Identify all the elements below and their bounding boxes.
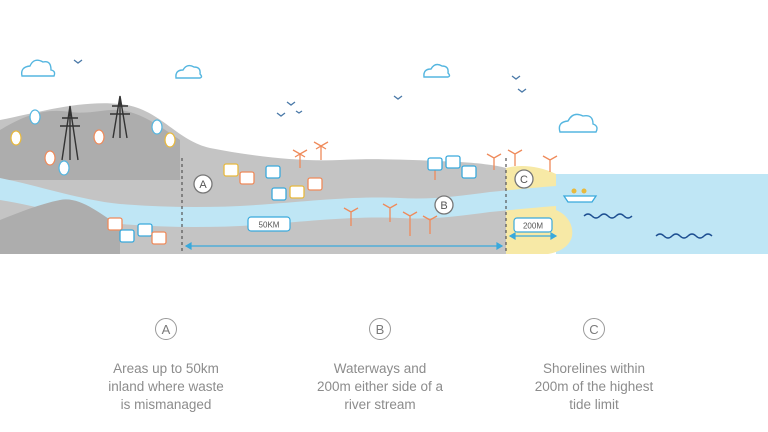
river-bank-hill xyxy=(0,199,120,254)
house-icon xyxy=(289,185,305,199)
legend-text-c: Shorelines within 200m of the highest ti… xyxy=(534,361,654,412)
distance-label-inland: 50KM xyxy=(259,221,280,230)
palm-tree-icon xyxy=(402,211,418,236)
house-icon xyxy=(107,217,123,231)
legend-text-a: Areas up to 50km inland where waste is m… xyxy=(108,361,224,412)
legend-item-b: B Waterways and 200m either side of a ri… xyxy=(280,318,480,414)
tree-icon xyxy=(58,160,70,176)
house-icon xyxy=(307,177,323,191)
palm-tree-icon xyxy=(343,207,359,226)
distance-label-200m: 200M xyxy=(513,217,553,233)
trees xyxy=(10,109,176,176)
zone-marker-a: A xyxy=(193,174,213,194)
distance-arrow-200m xyxy=(508,231,558,241)
river xyxy=(0,178,556,227)
tree-icon xyxy=(29,109,41,125)
distance-label-shoreline: 200M xyxy=(523,222,543,231)
zone-marker-b: B xyxy=(434,195,454,215)
svg-text:A: A xyxy=(199,179,207,191)
legend-marker-b: B xyxy=(369,318,391,340)
houses xyxy=(107,155,477,245)
house-icon xyxy=(239,171,255,185)
bird-icon xyxy=(295,110,303,114)
distance-label-50km: 50KM xyxy=(247,216,291,232)
svg-text:B: B xyxy=(440,200,447,212)
tree-icon xyxy=(151,119,163,135)
svg-text:C: C xyxy=(520,174,528,186)
bird-icon xyxy=(517,88,527,93)
tree-icon xyxy=(44,150,56,166)
house-icon xyxy=(271,187,287,201)
boat-icon xyxy=(562,188,598,203)
birds xyxy=(73,59,527,117)
tree-icon xyxy=(93,129,105,145)
pylon-icon xyxy=(60,105,80,161)
bird-icon xyxy=(276,112,286,117)
bird-icon xyxy=(286,101,296,106)
wave-icon xyxy=(655,233,713,239)
legend-marker-a: A xyxy=(155,318,177,340)
bird-icon xyxy=(393,95,403,100)
house-icon xyxy=(137,223,153,237)
house-icon xyxy=(445,155,461,169)
distance-arrow-50km xyxy=(184,241,504,251)
legend-text-b: Waterways and 200m either side of a rive… xyxy=(316,361,444,412)
clouds xyxy=(20,59,598,133)
tree-icon xyxy=(10,130,22,146)
house-icon xyxy=(119,229,135,243)
cloud-icon xyxy=(558,113,598,133)
pylon-icon xyxy=(110,95,130,139)
house-icon xyxy=(223,163,239,177)
wave-icon xyxy=(583,213,633,219)
cloud-icon xyxy=(20,59,56,77)
house-icon xyxy=(151,231,167,245)
palm-tree-icon xyxy=(486,153,502,170)
house-icon xyxy=(427,157,443,171)
palm-tree-icon xyxy=(542,155,558,172)
legend-item-a: A Areas up to 50km inland where waste is… xyxy=(66,318,266,414)
palm-tree-icon xyxy=(507,149,523,166)
legend-item-c: C Shorelines within 200m of the highest … xyxy=(494,318,694,414)
palm-tree-icon xyxy=(382,203,398,222)
hills xyxy=(0,109,180,180)
palm-tree-icon xyxy=(313,141,329,160)
palm-tree-icon xyxy=(422,215,438,234)
legend-marker-c: C xyxy=(583,318,605,340)
coastal-waste-diagram: 50KM 200M A B C xyxy=(0,59,768,255)
cloud-icon xyxy=(175,64,203,79)
palm-tree-icon xyxy=(292,149,308,168)
cloud-icon xyxy=(423,63,451,78)
sea xyxy=(556,174,768,254)
bird-icon xyxy=(511,75,521,80)
house-icon xyxy=(265,165,281,179)
zone-marker-c: C xyxy=(514,169,534,189)
bird-icon xyxy=(73,59,83,64)
tree-icon xyxy=(164,132,176,148)
house-icon xyxy=(461,165,477,179)
